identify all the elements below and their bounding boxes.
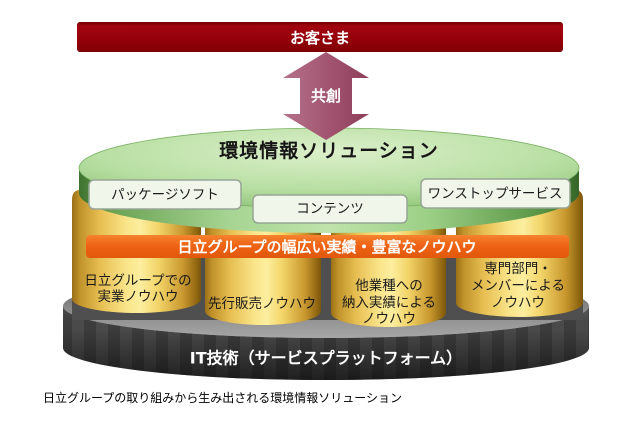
knowhow-4-line-2: メンバーによる xyxy=(471,278,565,294)
one-stop-service-label: ワンストップサービス xyxy=(428,186,563,202)
achievements-banner-bar xyxy=(86,235,569,258)
knowhow-1-line-1: 日立グループでの xyxy=(84,273,191,289)
achievements-banner: 日立グループの幅広い実績・豊富なノウハウ xyxy=(86,235,569,258)
knowhow-3-line-2: 納入実績による xyxy=(342,295,436,311)
solution-title: 環境情報ソリューション xyxy=(219,139,439,162)
package-soft-label: パッケージソフト xyxy=(111,187,219,203)
double-arrow-icon xyxy=(283,52,369,140)
knowhow-4-line-3: ノウハウ xyxy=(491,295,545,311)
co-creation-label: 共創 xyxy=(311,87,341,105)
one-stop-service-box: ワンストップサービス xyxy=(420,178,571,209)
customer-banner: お客さま xyxy=(77,22,563,52)
co-creation-arrow: 共創 xyxy=(283,52,369,140)
knowhow-4-line-1: 専門部門・ xyxy=(484,261,552,277)
knowhow-1-line-2: 実業ノウハウ xyxy=(98,289,179,305)
caption: 日立グループの取り組みから生み出される環境情報ソリューション xyxy=(43,390,402,405)
customer-label: お客さま xyxy=(290,29,350,47)
contents-label: コンテンツ xyxy=(296,201,364,217)
contents-box: コンテンツ xyxy=(252,194,408,224)
platform-label: IT技術（サービスプラットフォーム） xyxy=(190,349,462,368)
knowhow-3-line-1: 他業種への xyxy=(355,278,423,294)
achievements-banner-label: 日立グループの幅広い実績・豊富なノウハウ xyxy=(177,238,476,256)
knowhow-3-line-3: ノウハウ xyxy=(362,311,416,327)
platform-side-shading xyxy=(63,306,589,380)
knowhow-labels: 日立グループでの 実業ノウハウ 先行販売ノウハウ 他業種への 納入実績による ノ… xyxy=(84,261,565,327)
knowhow-2-line-1: 先行販売ノウハウ xyxy=(208,296,316,312)
customer-banner-bar xyxy=(77,22,563,52)
package-soft-box: パッケージソフト xyxy=(88,179,242,210)
